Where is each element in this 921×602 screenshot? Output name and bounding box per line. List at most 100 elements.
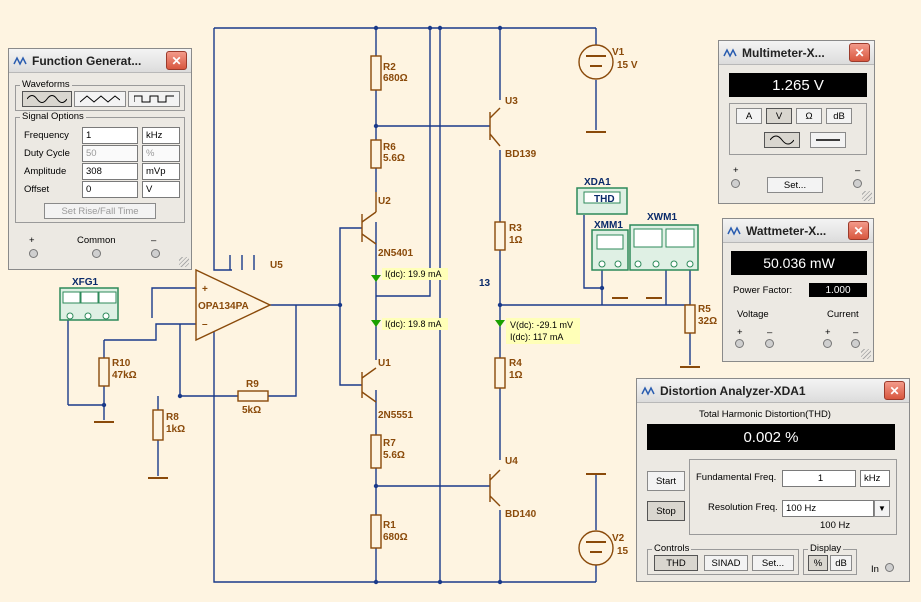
resistor-r10[interactable] bbox=[98, 357, 110, 387]
fg-minus-terminal[interactable] bbox=[151, 249, 160, 258]
close-icon[interactable]: ✕ bbox=[884, 381, 905, 400]
triangle-wave-button[interactable] bbox=[74, 91, 126, 107]
fundamental-freq-unit[interactable]: kHz bbox=[860, 470, 890, 487]
function-generator-window[interactable]: Function Generat... ✕ Waveforms Signal O… bbox=[8, 48, 192, 270]
probe-3[interactable]: V(dc): -29.1 mV I(dc): 117 mA bbox=[495, 318, 580, 344]
wattmeter-display: 50.036 mW bbox=[731, 251, 867, 275]
ac-mode-button[interactable] bbox=[764, 132, 800, 148]
resistor-r6[interactable] bbox=[370, 139, 382, 169]
fundamental-freq-input[interactable]: 1 bbox=[782, 470, 856, 487]
wm-v-plus-terminal[interactable] bbox=[735, 339, 744, 348]
wm-i-minus-label: – bbox=[853, 327, 859, 338]
waveforms-group: Waveforms bbox=[15, 79, 185, 111]
v1-name: V1 bbox=[612, 47, 625, 58]
fg-plus-terminal[interactable] bbox=[29, 249, 38, 258]
offset-unit-select[interactable]: V bbox=[142, 181, 180, 198]
offset-input[interactable]: 0 bbox=[82, 181, 138, 198]
square-wave-button[interactable] bbox=[128, 91, 180, 107]
r4-value: 1Ω bbox=[509, 370, 523, 381]
wm-i-plus-terminal[interactable] bbox=[823, 339, 832, 348]
resistor-r4[interactable] bbox=[494, 357, 506, 389]
voltage-source-v1[interactable] bbox=[578, 44, 614, 80]
distortion-analyzer-window[interactable]: Distortion Analyzer-XDA1 ✕ Total Harmoni… bbox=[636, 378, 910, 582]
display-group: Display % dB bbox=[803, 543, 857, 575]
close-icon[interactable]: ✕ bbox=[166, 51, 187, 70]
u4-name: U4 bbox=[505, 456, 518, 467]
node-13: 13 bbox=[479, 278, 491, 289]
start-button[interactable]: Start bbox=[647, 471, 685, 491]
sinad-button[interactable]: SINAD bbox=[704, 555, 748, 571]
resolution-freq-select[interactable]: 100 Hz bbox=[782, 500, 874, 517]
wattmeter-symbol[interactable] bbox=[629, 224, 699, 271]
resistor-r9[interactable] bbox=[237, 390, 269, 402]
transistor-u2[interactable] bbox=[361, 192, 377, 245]
probe-2-label: I(dc): 19.8 mA bbox=[385, 319, 442, 329]
duty-cycle-input[interactable]: 50 bbox=[82, 145, 138, 162]
function-generator-titlebar[interactable]: Function Generat... ✕ bbox=[9, 49, 191, 73]
mm-minus-terminal[interactable] bbox=[853, 179, 862, 188]
multimeter-titlebar[interactable]: Multimeter-X... ✕ bbox=[719, 41, 874, 65]
wm-v-minus-terminal[interactable] bbox=[765, 339, 774, 348]
resistor-r3[interactable] bbox=[494, 221, 506, 251]
dropdown-arrow-icon[interactable]: ▼ bbox=[874, 500, 890, 517]
distortion-analyzer-titlebar[interactable]: Distortion Analyzer-XDA1 ✕ bbox=[637, 379, 909, 403]
close-icon[interactable]: ✕ bbox=[848, 221, 869, 240]
frequency-unit-select[interactable]: kHz bbox=[142, 127, 180, 144]
wm-i-minus-terminal[interactable] bbox=[851, 339, 860, 348]
amplitude-unit-select[interactable]: mVp bbox=[142, 163, 180, 180]
sine-wave-button[interactable] bbox=[22, 91, 72, 107]
in-terminal[interactable] bbox=[885, 563, 894, 572]
thd-button[interactable]: THD bbox=[654, 555, 698, 571]
wm-i-plus-label: + bbox=[825, 327, 831, 338]
multimeter-window[interactable]: Multimeter-X... ✕ 1.265 V A V Ω dB + – S… bbox=[718, 40, 875, 204]
probe-2[interactable]: I(dc): 19.8 mA bbox=[371, 318, 448, 330]
stop-button[interactable]: Stop bbox=[647, 501, 685, 521]
multimeter-set-button[interactable]: Set... bbox=[767, 177, 823, 193]
r10-name: R10 bbox=[112, 358, 131, 369]
sine-wave-icon bbox=[27, 95, 67, 103]
resize-grip[interactable] bbox=[179, 257, 189, 267]
mode-amps-button[interactable]: A bbox=[736, 108, 762, 124]
r1-value: 680Ω bbox=[383, 532, 408, 543]
current-label: Current bbox=[827, 309, 859, 320]
amplitude-input[interactable]: 308 bbox=[82, 163, 138, 180]
resize-grip[interactable] bbox=[861, 349, 871, 359]
distortion-analyzer-symbol[interactable] bbox=[576, 187, 628, 215]
set-rise-fall-button[interactable]: Set Rise/Fall Time bbox=[44, 203, 156, 219]
r9-value: 5kΩ bbox=[242, 405, 261, 416]
db-button[interactable]: dB bbox=[830, 555, 852, 571]
xwm1-name: XWM1 bbox=[647, 212, 677, 223]
transistor-u1[interactable] bbox=[361, 367, 377, 403]
frequency-input[interactable]: 1 bbox=[82, 127, 138, 144]
mode-volts-button[interactable]: V bbox=[766, 108, 792, 124]
resistor-r1[interactable] bbox=[370, 514, 382, 549]
resistor-r2[interactable] bbox=[370, 55, 382, 91]
resize-grip[interactable] bbox=[862, 191, 872, 201]
percent-button[interactable]: % bbox=[808, 555, 828, 571]
probe-1[interactable]: I(dc): 19.9 mA bbox=[371, 268, 448, 282]
power-factor-value: 1.000 bbox=[809, 283, 867, 297]
u2-name: U2 bbox=[378, 196, 391, 207]
mode-db-button[interactable]: dB bbox=[826, 108, 852, 124]
dc-mode-button[interactable] bbox=[810, 132, 846, 148]
resistor-r7[interactable] bbox=[370, 434, 382, 469]
close-icon[interactable]: ✕ bbox=[849, 43, 870, 62]
controls-set-button[interactable]: Set... bbox=[752, 555, 794, 571]
wattmeter-titlebar[interactable]: Wattmeter-X... ✕ bbox=[723, 219, 873, 243]
multimeter-symbol[interactable] bbox=[591, 229, 629, 271]
fg-common-terminal[interactable] bbox=[92, 249, 101, 258]
function-generator-symbol[interactable] bbox=[59, 287, 119, 321]
mode-ohms-button[interactable]: Ω bbox=[796, 108, 822, 124]
mm-plus-terminal[interactable] bbox=[731, 179, 740, 188]
u5-part: OPA134PA bbox=[198, 301, 249, 312]
resistor-r8[interactable] bbox=[152, 409, 164, 441]
transistor-u3[interactable] bbox=[489, 107, 501, 147]
resistor-r5[interactable] bbox=[684, 304, 696, 334]
fundamental-freq-label: Fundamental Freq. bbox=[696, 472, 777, 483]
transistor-u4[interactable] bbox=[489, 469, 501, 507]
opamp-u5[interactable]: + – bbox=[195, 268, 272, 342]
ground-symbols bbox=[94, 131, 700, 479]
wattmeter-window[interactable]: Wattmeter-X... ✕ 50.036 mW Power Factor:… bbox=[722, 218, 874, 362]
voltage-source-v2[interactable] bbox=[578, 530, 614, 566]
